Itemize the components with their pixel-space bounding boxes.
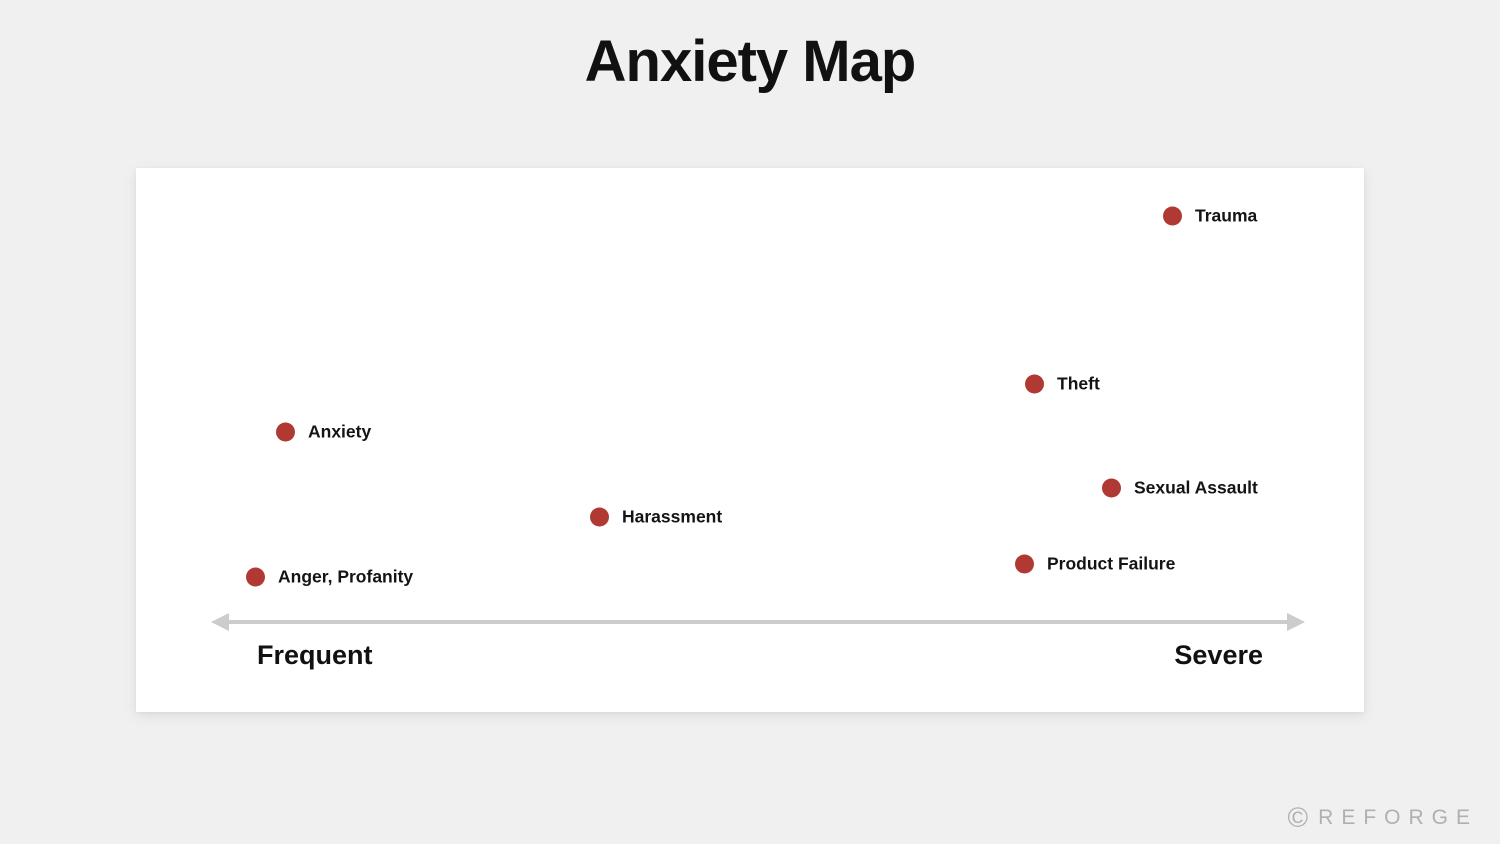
watermark: © REFORGE xyxy=(1288,804,1478,832)
axis-arrow-left-icon xyxy=(211,613,229,631)
axis-label-severe: Severe xyxy=(1174,640,1263,670)
data-point: Anxiety xyxy=(276,422,371,443)
axis-label-frequent: Frequent xyxy=(257,640,373,670)
point-label: Harassment xyxy=(622,506,723,527)
point-label: Theft xyxy=(1057,373,1100,394)
point-dot-icon xyxy=(246,567,265,587)
brand-name: REFORGE xyxy=(1318,806,1478,829)
point-dot-icon xyxy=(1163,206,1182,226)
point-dot-icon xyxy=(1025,374,1044,394)
point-label: Sexual Assault xyxy=(1134,477,1258,498)
chart-title: Anxiety Map xyxy=(584,29,917,94)
data-point: Harassment xyxy=(590,507,722,528)
data-point: Trauma xyxy=(1163,206,1257,227)
point-dot-icon xyxy=(276,422,295,442)
axis-arrow-right-icon xyxy=(1287,613,1305,631)
point-dot-icon xyxy=(1102,478,1121,498)
data-point: Anger, Profanity xyxy=(246,567,413,588)
axis-line xyxy=(229,620,1287,624)
data-point: Theft xyxy=(1025,374,1100,395)
data-point: Sexual Assault xyxy=(1102,478,1258,499)
copyright-icon: © xyxy=(1287,802,1309,833)
point-label: Anxiety xyxy=(308,421,372,442)
point-dot-icon xyxy=(1015,554,1034,574)
point-label: Anger, Profanity xyxy=(278,566,414,587)
data-point: Product Failure xyxy=(1015,554,1175,575)
point-label: Trauma xyxy=(1195,205,1258,226)
point-label: Product Failure xyxy=(1047,553,1176,574)
point-dot-icon xyxy=(590,507,609,527)
x-axis xyxy=(211,613,1305,631)
